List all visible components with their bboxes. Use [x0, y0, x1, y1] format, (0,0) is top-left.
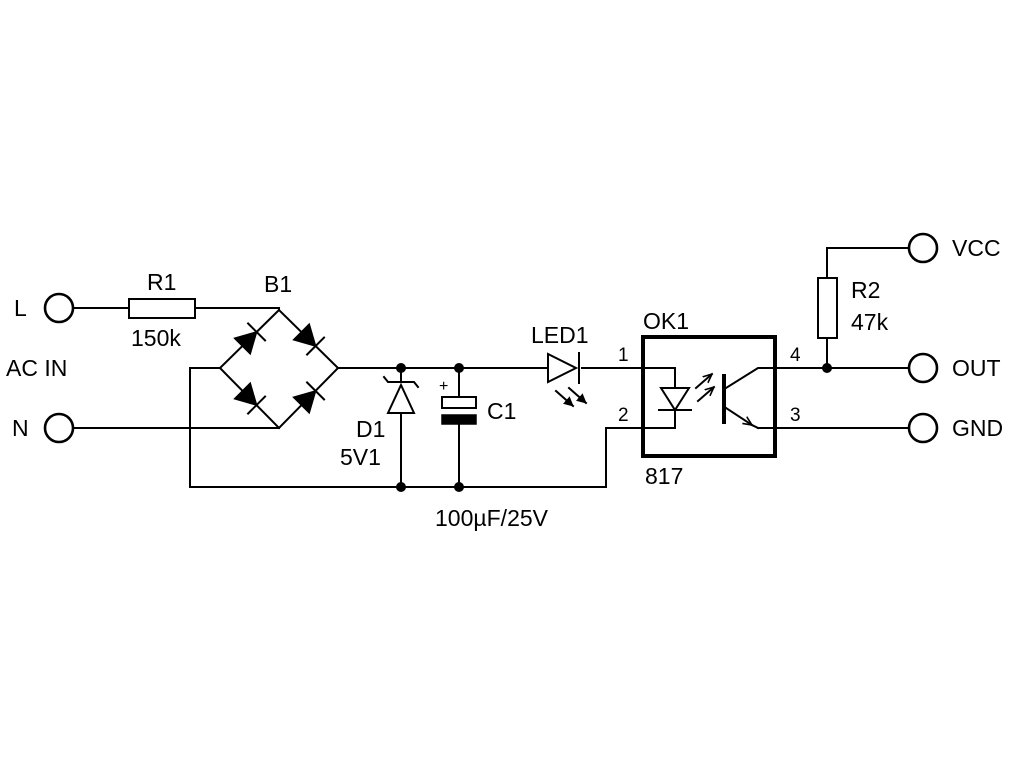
junction-dot [396, 363, 406, 373]
junction-dot [454, 363, 464, 373]
terminal-gnd-label: GND [952, 415, 1003, 441]
junction-dot [396, 482, 406, 492]
ok1-value-label: 817 [645, 463, 683, 489]
ok1-pin-4-label: 4 [790, 345, 801, 366]
terminal-l: L [14, 292, 75, 324]
r1-ref-label: R1 [147, 269, 176, 295]
b1-ref-label: B1 [264, 271, 292, 297]
zener-diode-d1: D1 5V1 [340, 375, 420, 470]
bridge-diode-icon [292, 322, 326, 356]
terminal-n: N [12, 412, 75, 444]
capacitor-c1: + C1 100µF/25V [435, 378, 549, 531]
terminal-vcc-label: VCC [952, 235, 1001, 261]
light-emission-icon [554, 386, 588, 408]
resistor-r2: R2 47k [817, 277, 889, 339]
r2-ref-label: R2 [851, 277, 880, 303]
d1-ref-label: D1 [356, 416, 385, 442]
c1-ref-label: C1 [487, 398, 516, 424]
c1-value-label: 100µF/25V [435, 505, 549, 531]
junction-dot [822, 363, 832, 373]
d1-value-label: 5V1 [340, 444, 381, 470]
ok1-pin-2-label: 2 [618, 405, 629, 426]
optical-coupling-icon [694, 372, 714, 403]
bridge-diode-icon [292, 381, 326, 415]
ok1-pin-3-label: 3 [790, 405, 801, 426]
terminal-l-label: L [14, 295, 27, 321]
ok1-ref-label: OK1 [643, 308, 689, 334]
ok1-pin-1-label: 1 [618, 345, 629, 366]
led1-ref-label: LED1 [531, 322, 589, 348]
terminal-gnd: GND [907, 412, 1003, 444]
terminal-out-label: OUT [952, 355, 1001, 381]
terminal-n-label: N [12, 415, 29, 441]
led-led1: LED1 [531, 322, 589, 408]
c1-polarity-label: + [439, 378, 448, 395]
junctions [396, 363, 832, 492]
junction-dot [454, 482, 464, 492]
bridge-diode-icon [233, 322, 267, 356]
bridge-rectifier-b1: B1 [218, 271, 340, 430]
r1-value-label: 150k [131, 325, 181, 351]
terminal-vcc: VCC [907, 232, 1001, 264]
ac-in-label: AC IN [6, 355, 67, 381]
wires [72, 247, 910, 488]
resistor-r1: R1 150k [128, 269, 196, 351]
optocoupler-ok1: OK1 817 1 2 3 4 [618, 308, 801, 489]
terminal-out: OUT [907, 352, 1001, 384]
bridge-diode-icon [233, 381, 267, 415]
r2-value-label: 47k [851, 309, 889, 335]
